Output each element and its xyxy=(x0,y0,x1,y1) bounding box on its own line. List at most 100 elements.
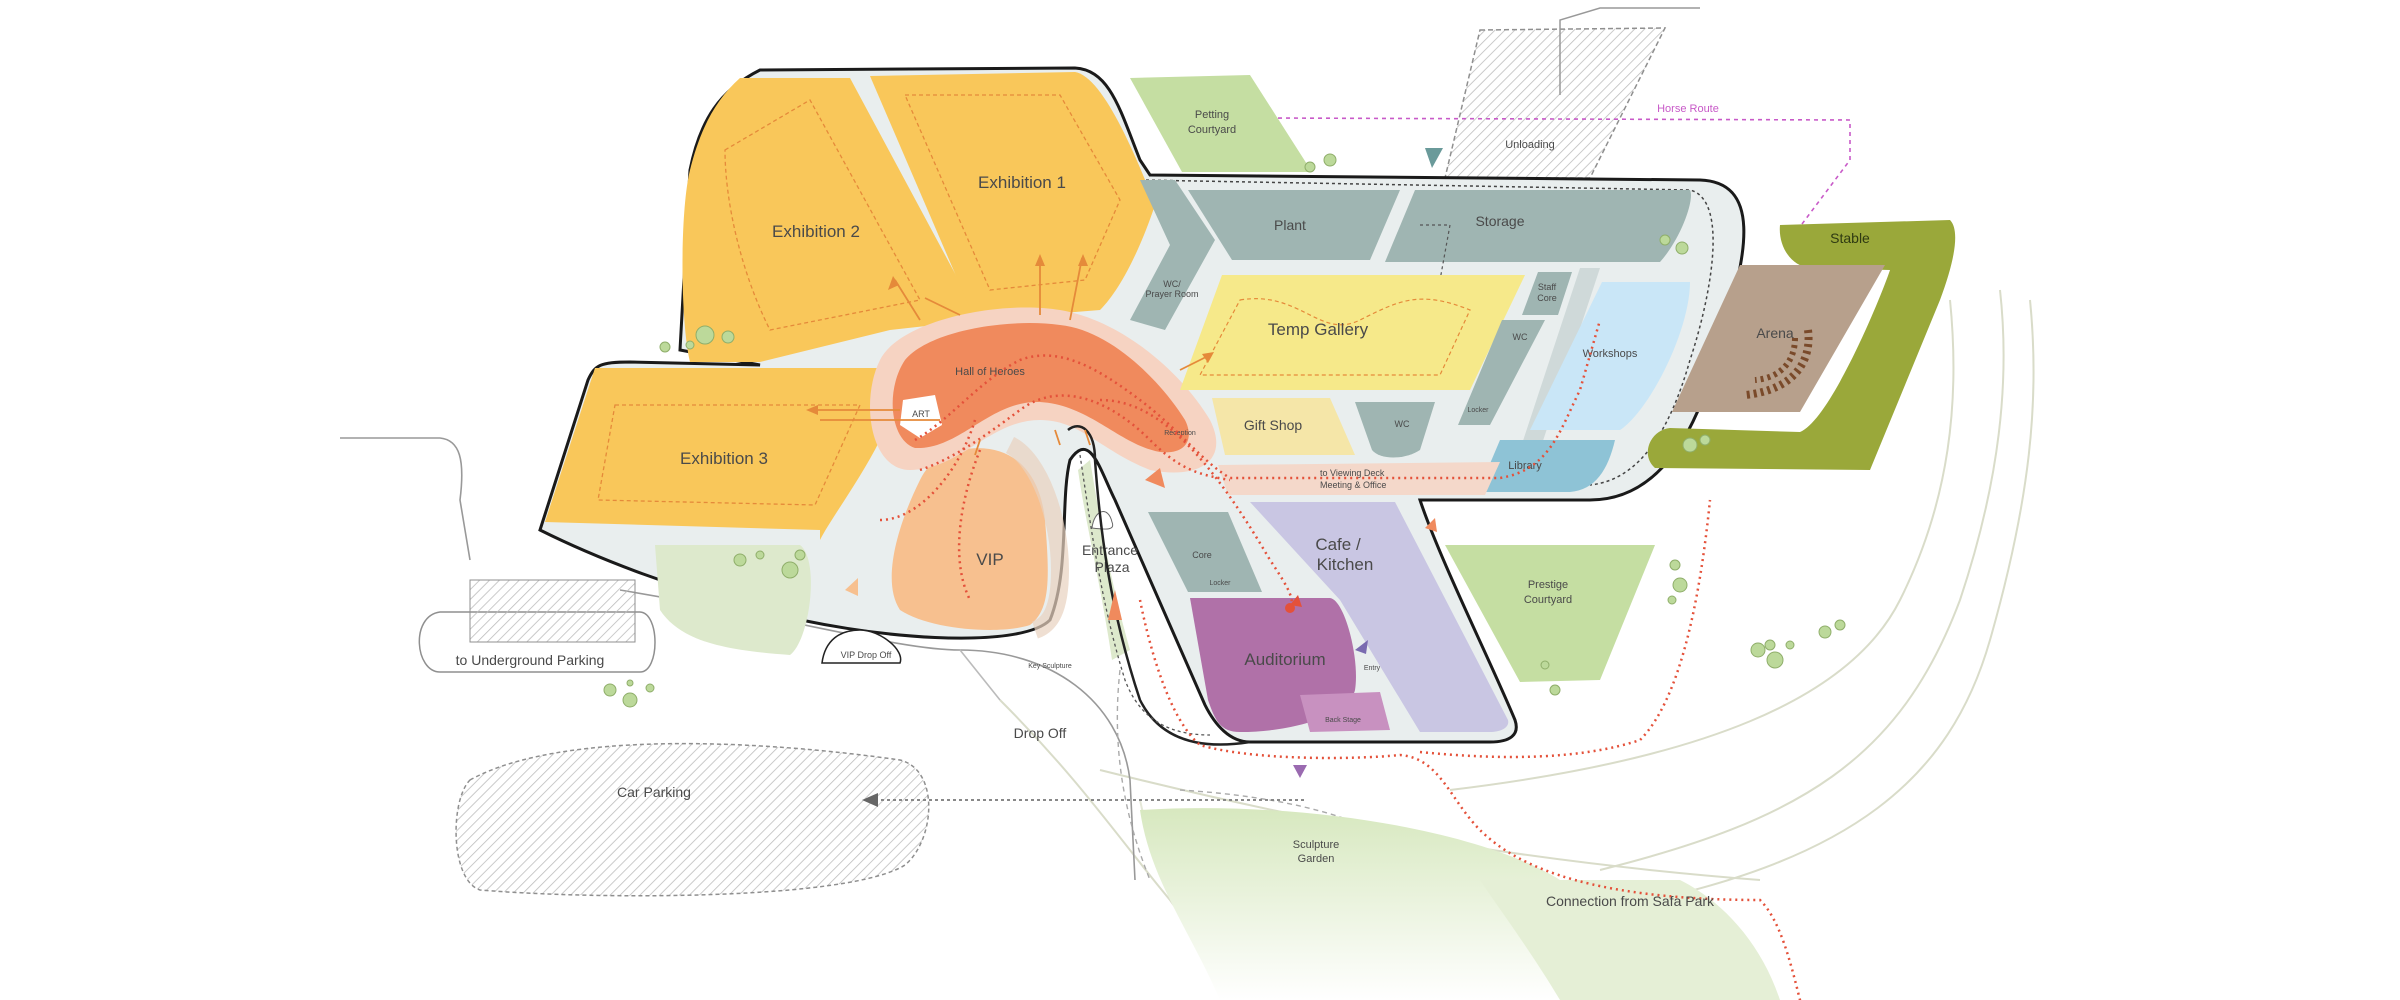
car-parking-lot xyxy=(455,742,930,897)
exhibition-2-route xyxy=(724,99,921,331)
horse-route-label: Horse Route xyxy=(1657,103,1719,115)
storage-label: Storage xyxy=(1475,213,1524,229)
visitor-circulation xyxy=(879,319,1802,1000)
temp-gallery-route xyxy=(1199,298,1471,376)
vip-label: VIP xyxy=(976,550,1003,569)
south-drop-arrow xyxy=(1293,765,1307,778)
horse-route xyxy=(1261,117,1851,241)
stable-area xyxy=(1647,220,1956,470)
unloading-area xyxy=(1444,27,1667,179)
exhibition-1-route xyxy=(904,94,1121,291)
core-space xyxy=(1148,512,1262,592)
unloading-access-line xyxy=(1559,7,1700,95)
reception-label: Reception xyxy=(1164,430,1196,437)
main-entrance-arrow xyxy=(1108,590,1122,620)
gift-shop-label: Gift Shop xyxy=(1244,417,1303,433)
library-space xyxy=(1478,440,1615,492)
hall-of-heroes-space xyxy=(892,323,1189,453)
staff-lift-core xyxy=(1515,268,1600,465)
petting-courtyard-label-1: Petting xyxy=(1195,109,1229,121)
plant-label: Plant xyxy=(1274,217,1306,233)
vip-drop-off-island xyxy=(821,629,902,664)
viewing-deck-band xyxy=(1218,462,1500,495)
wc-small-space xyxy=(1355,402,1435,458)
underground-parking-ramp xyxy=(418,611,656,673)
entrance-plaza-label-1: Entrance xyxy=(1082,542,1138,558)
entrance-arrow-2 xyxy=(1145,468,1165,488)
stable-label: Stable xyxy=(1830,230,1870,246)
arena-label: Arena xyxy=(1756,325,1794,341)
sculpture-garden-label-1: Sculpture xyxy=(1293,839,1339,851)
wc-prayer-label-1: WC/ xyxy=(1163,279,1181,289)
wc-prayer-label-2: Prayer Room xyxy=(1145,289,1198,299)
exhibition-1-label: Exhibition 1 xyxy=(978,173,1066,192)
exhibition-2-space xyxy=(682,78,980,362)
sculpture-garden-label-2: Garden xyxy=(1298,853,1335,865)
circulation-arrow-heads xyxy=(806,254,1214,415)
staff-core-label-2: Core xyxy=(1537,293,1557,303)
temp-gallery-space xyxy=(1180,275,1525,390)
arena-seating xyxy=(1744,329,1813,399)
workshops-label: Workshops xyxy=(1583,348,1638,360)
arena-area xyxy=(1672,265,1885,412)
tree-cluster-icons xyxy=(603,153,1846,708)
entrance-arrow-4 xyxy=(1425,518,1437,532)
drop-off-label: Drop Off xyxy=(1014,725,1067,741)
connection-safa-park-label: Connection from Safa Park xyxy=(1546,893,1715,909)
entrance-plaza-label-2: Plaza xyxy=(1094,559,1129,575)
entrance-arrow-3 xyxy=(845,578,858,596)
hall-of-heroes-label: Hall of Heroes xyxy=(955,366,1025,378)
prestige-courtyard xyxy=(1445,545,1655,682)
unloading-arrow xyxy=(1425,148,1443,168)
entrance-inner-dotted xyxy=(1079,454,1211,736)
sculpture-garden-area xyxy=(1140,808,1560,1000)
underground-parking-label: to Underground Parking xyxy=(456,652,605,668)
library-label: Library xyxy=(1508,460,1542,472)
circulation-node xyxy=(1285,603,1295,613)
petting-courtyard xyxy=(1130,75,1312,172)
exhibition-3-route xyxy=(597,404,862,506)
auditorium-label: Auditorium xyxy=(1244,650,1325,669)
art-piece xyxy=(900,395,942,438)
staff-core-label-1: Staff xyxy=(1538,282,1557,292)
unloading-label: Unloading xyxy=(1505,139,1555,151)
workshops-space xyxy=(1530,282,1690,430)
connection-safa-park-green xyxy=(1480,880,1780,1000)
building-inner-dotted xyxy=(1139,179,1714,486)
cafe-kitchen-space xyxy=(1250,502,1509,732)
arena-seating-inner xyxy=(1754,337,1798,383)
viewing-deck-label-2: Meeting & Office xyxy=(1320,480,1386,490)
staff-core-space xyxy=(1522,272,1572,315)
dashed-roads xyxy=(1116,669,1561,1000)
back-stage-label: Back Stage xyxy=(1325,717,1361,724)
core-label: Core xyxy=(1192,550,1212,560)
circulation-branch-arrows xyxy=(810,257,1211,456)
prestige-courtyard-label-1: Prestige xyxy=(1528,579,1568,591)
plant-space xyxy=(1188,190,1400,260)
art-label: ART xyxy=(912,409,930,419)
west-green-area xyxy=(655,545,811,655)
wc-label-2: WC xyxy=(1395,419,1410,429)
underground-parking-hatch xyxy=(469,579,636,643)
exhibition-2-label: Exhibition 2 xyxy=(772,222,860,241)
entry-label: Entry xyxy=(1364,665,1381,672)
cafe-label-2: Kitchen xyxy=(1317,555,1374,574)
wc-label-1: WC xyxy=(1513,332,1528,342)
locker-label-2: Locker xyxy=(1209,580,1231,587)
viewing-deck-label-1: to Viewing Deck xyxy=(1320,468,1385,478)
car-parking-label: Car Parking xyxy=(617,784,691,800)
exhibition-3-space xyxy=(545,368,890,540)
exhibition-3-label: Exhibition 3 xyxy=(680,449,768,468)
vip-space xyxy=(891,448,1048,630)
entrance-sculpture-icon xyxy=(1091,511,1114,530)
cafe-label-1: Cafe / xyxy=(1315,535,1361,554)
locker-label-1: Locker xyxy=(1467,407,1489,414)
storage-space xyxy=(1385,190,1691,262)
key-sculpture-label: Key Sculpture xyxy=(1028,663,1072,670)
wc-locker-space xyxy=(1458,320,1545,425)
entry-marker-icon xyxy=(1355,640,1368,654)
petting-courtyard-label-2: Courtyard xyxy=(1188,124,1236,136)
vip-drop-off-label: VIP Drop Off xyxy=(841,650,892,660)
gift-shop-space xyxy=(1212,398,1355,455)
